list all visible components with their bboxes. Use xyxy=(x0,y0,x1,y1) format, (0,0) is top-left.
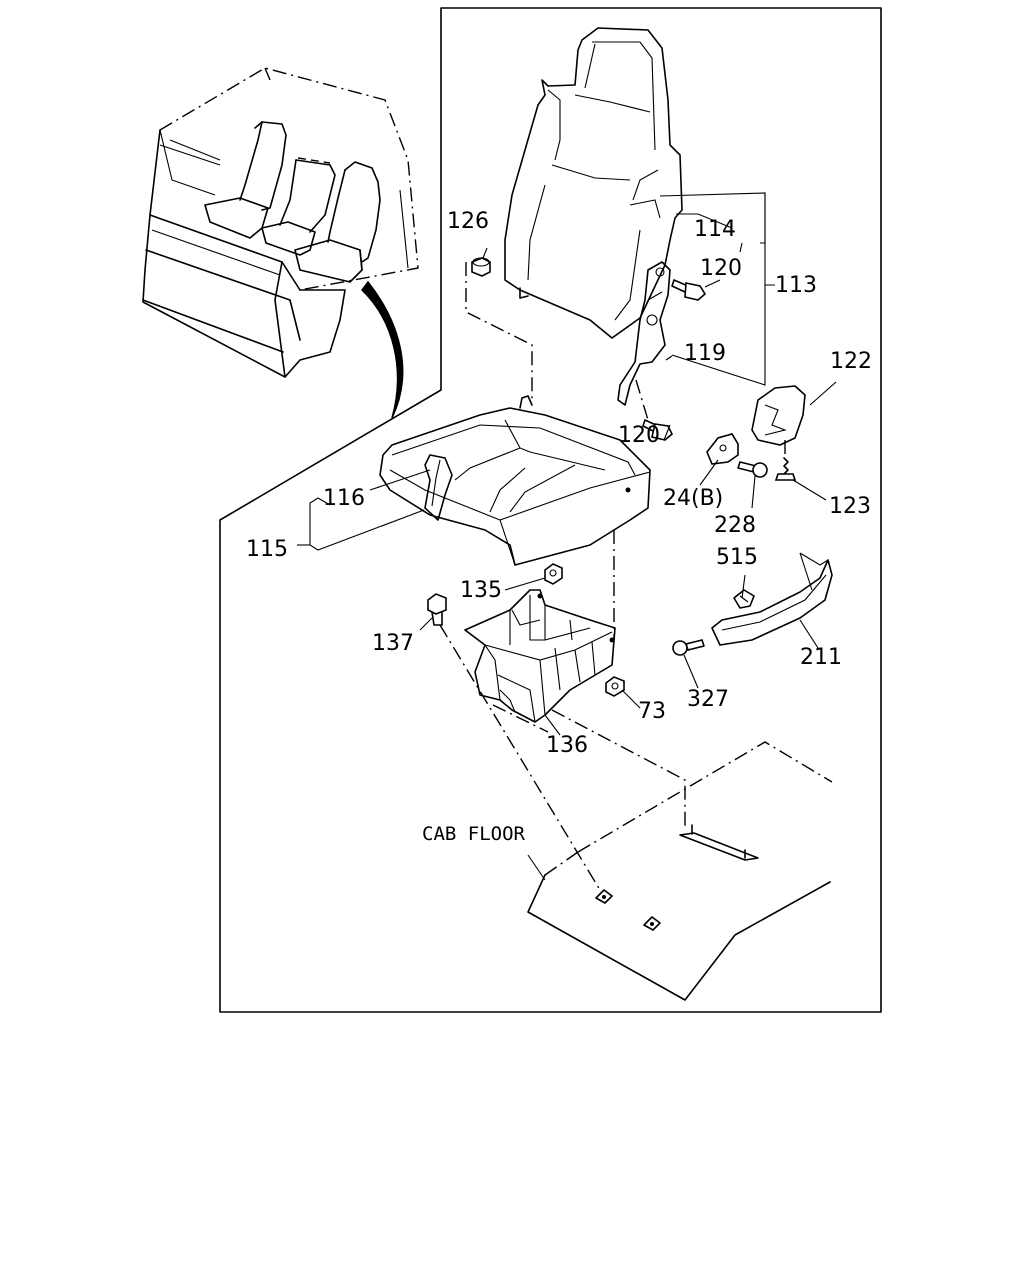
seat-frame xyxy=(464,589,616,723)
callout-115: 115 xyxy=(246,537,288,562)
callout-136: 136 xyxy=(546,733,588,758)
callout-211: 211 xyxy=(800,645,842,670)
callout-113: 113 xyxy=(775,273,817,298)
callout-137: 137 xyxy=(372,631,414,656)
side-trim-211 xyxy=(711,552,833,646)
bolt-137 xyxy=(427,593,447,626)
cap-126 xyxy=(471,257,491,277)
callout-24b: 24(B) xyxy=(663,486,723,511)
screw-228 xyxy=(737,461,768,478)
clip-515 xyxy=(733,589,755,609)
recliner-hinge xyxy=(617,261,671,406)
callout-126: 126 xyxy=(447,209,489,234)
nut-73 xyxy=(605,676,625,697)
bolt-120-upper xyxy=(671,279,707,301)
knob-24b xyxy=(706,433,739,465)
callout-120-upper: 120 xyxy=(700,256,742,281)
bolt-120-lower xyxy=(642,419,673,441)
callout-123: 123 xyxy=(829,494,871,519)
callout-228: 228 xyxy=(714,513,756,538)
callout-114: 114 xyxy=(694,217,736,242)
seat-cushion xyxy=(379,395,651,566)
callout-119: 119 xyxy=(684,341,726,366)
diagram-frame xyxy=(219,7,882,1013)
callout-116: 116 xyxy=(323,486,365,511)
nut-135 xyxy=(544,563,563,585)
screw-123 xyxy=(774,457,797,481)
callout-labels: 126 114 120 113 119 122 120 116 24(B) 12… xyxy=(246,209,872,845)
detail-arrow xyxy=(361,280,404,419)
assembly-lines xyxy=(439,262,786,891)
screw-327 xyxy=(672,639,705,656)
cab-overview xyxy=(142,67,419,378)
callout-120-lower: 120 xyxy=(618,423,660,448)
callout-515: 515 xyxy=(716,545,758,570)
side-cover-122 xyxy=(751,385,806,446)
callout-122: 122 xyxy=(830,349,872,374)
leader-lines xyxy=(297,192,837,881)
callout-327: 327 xyxy=(687,687,729,712)
cab-floor-label: CAB FLOOR xyxy=(422,823,526,845)
callout-73: 73 xyxy=(638,699,666,724)
seat-back xyxy=(504,27,683,339)
callout-135: 135 xyxy=(460,578,502,603)
cab-floor xyxy=(527,741,833,1001)
